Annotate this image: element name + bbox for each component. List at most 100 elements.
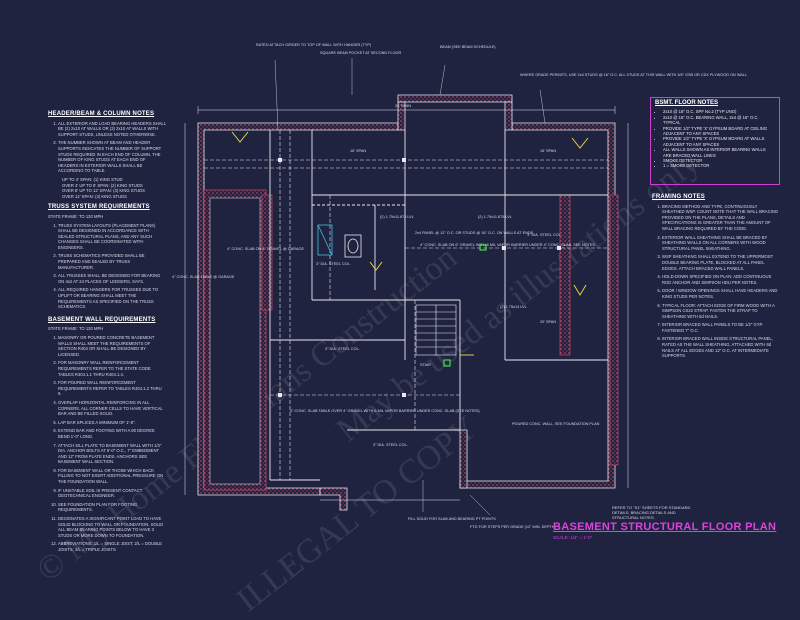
reference-note: REFER TO "S1" SHEETS FOR STANDARD DETAIL…: [612, 505, 691, 520]
vanity: [344, 234, 362, 258]
column: [402, 393, 406, 397]
legend-item: PROVIDE 1/2" TYPE 'X' GYPSUM BOARD AT WA…: [663, 136, 775, 147]
callout: 4" CONC. SLAB ON 4" GRAVEL @ GARAGE: [227, 247, 304, 251]
basement-note: IF UNSTABLE SOIL IS PRESENT CONTACT GEOT…: [58, 488, 166, 499]
plan-scale: SCALE: 1/4" = 1'-0": [553, 535, 593, 540]
framing-note: DOOR / WINDOW OPENINGS SHALL HAVE HEADER…: [662, 288, 780, 299]
callout: (2) 1.75x11.875 LVL: [380, 215, 414, 219]
basement-note: FOR BASEMENT WALL OR THOSE WHICH BACK FI…: [58, 468, 166, 485]
legend-title: BSMT. FLOOR NOTES: [655, 100, 718, 106]
yellow-markers: [231, 131, 589, 356]
marker: [479, 244, 487, 251]
callout: 26' SPAN: [395, 104, 411, 108]
toilet: [347, 238, 359, 254]
legend-item: PROVIDE 1/2" TYPE 'X' GYPSUM BOARD AT CE…: [663, 126, 775, 137]
callout: RATED ATTACH GIRDER TO TOP OF WALL WITH …: [256, 43, 372, 47]
garage-interior: [209, 197, 261, 485]
callout: 4" CONC. SLAB TABLE OVER 4" GRAVEL WITH …: [290, 409, 480, 413]
callout: 20' SPAN: [540, 320, 556, 324]
callout: POURED CONC. WALL, SEE FOUNDATION PLAN: [512, 422, 600, 426]
framing-note: EXTERIOR WALL SHEATHING SHALL BE BRACED …: [662, 235, 780, 252]
callout: FTG FOR STEPS PER GRADE (12" MIN. DEPTH): [470, 525, 556, 529]
basement-note: ABBREVIATIONS: 1/L = SINGLE JOIST; 2/L =…: [58, 541, 166, 552]
framing-note: INTERIOR BRACED WALL PANELS TO BE 1/2" G…: [662, 322, 780, 333]
leader-lines: [274, 58, 546, 516]
outer-wall: [504, 101, 513, 131]
basement-notes-title: BASEMENT WALL REQUIREMENTS: [48, 316, 156, 323]
callout: 4" CONC. SLAB ON 6" GRAVEL WITH 6 MIL VA…: [420, 243, 595, 247]
callout: WHERE GRADE PERMITS, USE 2x4 STUDS @ 16"…: [520, 73, 747, 77]
callout: 3" DIA. STEEL COL.: [316, 262, 351, 266]
callout: BEAM (SEE BEAM SCHEDULE): [440, 45, 496, 49]
callout: 16' SPAN: [350, 149, 366, 153]
framing-note: HOLD-DOWN SPECIFIED ON PLAN: ADD CONTINU…: [662, 274, 780, 285]
marker: [571, 137, 589, 149]
framing-note: TYPICAL FLOOR: ATTACH EDGE OF FIRM WOOD …: [662, 303, 780, 320]
title-block: BASEMENT STRUCTURAL FLOOR PLAN SCALE: 1/…: [553, 521, 776, 540]
garage-zone: [203, 189, 619, 491]
stair: [415, 304, 457, 356]
basement-note: OVERLAP HORIZONTAL REINFORCING IN ALL CO…: [58, 400, 166, 417]
interior-walls: [269, 130, 608, 481]
header-note: OVER 12' SPAN: (4) KING STUDS: [62, 193, 127, 199]
basement-note: SEE FOUNDATION PLAN FOR FOOTING REQUIREM…: [58, 502, 166, 513]
green-markers: [443, 244, 487, 367]
column: [557, 246, 561, 250]
marker: [231, 131, 249, 143]
floor-plan-drawing: RATED ATTACH GIRDER TO TOP OF WALL WITH …: [172, 43, 747, 529]
column: [402, 158, 406, 162]
truss-note: ALL REQUIRED HANGERS FOR TRUSSES DUE TO …: [58, 287, 166, 309]
column: [502, 246, 506, 250]
shower: [317, 224, 333, 256]
legend-item: SMOKE DETECTOR: [663, 158, 775, 163]
framing-notes-title: FRAMING NOTES: [652, 194, 705, 200]
legend-item: 2x10 @ 16" O.C. SPF No.2 (TYP UNO): [663, 109, 775, 114]
header-note: OVER 4' UP TO 8' SPAN: (2) KING STUDS: [62, 182, 143, 188]
truss-notes-subtitle: STATE FRAME: TO 120 MPH: [48, 213, 104, 219]
header-note: UP TO 4' SPAN: (1) KING STUD: [62, 176, 123, 182]
basement-note: MASONRY OR POURED CONCRETE BASEMENT WALL…: [58, 335, 166, 357]
framing-note: BRACING METHOD AND TYPE, CONTINUOUSLY SH…: [662, 204, 780, 232]
wall-segment: [609, 194, 619, 466]
truss-note: ALL TRUSSES SHALL BE DESIGNED FOR BEARIN…: [58, 273, 166, 284]
outer-wall: [397, 94, 513, 103]
outer-wall: [459, 429, 468, 489]
basement-note: LAP BAR SPLICES A MINIMUM OF 1'-8".: [58, 420, 166, 426]
wall-segment: [261, 194, 273, 311]
basement-notes-subtitle: STATE FRAME: TO 120 MPH: [48, 326, 104, 332]
header-note: THE NUMBER SHOWN AT BEAM AND HEADER SUPP…: [58, 140, 166, 174]
callout: 2x4 PANEL @ 12" O.C. OR STUDS @ 16" O.C.…: [415, 231, 534, 235]
callout: 15' SPAN: [540, 149, 556, 153]
outer-wall: [319, 487, 348, 511]
plan-title: BASEMENT STRUCTURAL FLOOR PLAN: [553, 521, 777, 533]
callout: 3" DIA. STEEL COL.: [325, 347, 360, 351]
callout: 3" DIA. STEEL COL.: [527, 233, 562, 237]
wall-segment: [559, 194, 571, 356]
framing-note: WSP SHEATHING SHALL EXTEND TO THE UPPERM…: [662, 254, 780, 271]
columns: [278, 158, 561, 397]
truss-note: TRUSS SYSTEM LAYOUTS (PLACEMENT PLANS) S…: [58, 223, 166, 251]
legend-item: ALL WALLS SHOWN AS INTERIOR BEARING WALL…: [663, 147, 775, 158]
plan-labels: RATED ATTACH GIRDER TO TOP OF WALL WITH …: [172, 43, 747, 529]
truss-note: TRUSS SCHEMATICS PROVIDED SHALL BE PREPA…: [58, 253, 166, 270]
basement-note: EXTEND BAR AND FOOTING WITH A 90 DEGREE …: [58, 428, 166, 439]
header-notes-title: HEADER/BEAM & COLUMN NOTES: [48, 111, 155, 117]
column: [278, 158, 282, 162]
callout: 4" CONC. SLAB TABLE @ GARAGE: [172, 275, 235, 279]
framing-note: INTERIOR BRACED WALL INSIDE STRUCTURAL P…: [662, 336, 780, 358]
header-note: ALL EXTERIOR AND LOAD BEARING HEADERS SH…: [58, 121, 166, 138]
left-notes-panel: HEADER/BEAM & COLUMN NOTES ALL EXTERIOR …: [48, 111, 166, 556]
marker: [369, 261, 383, 271]
outer-wall: [459, 122, 616, 489]
marker: [443, 359, 451, 367]
callout: FILL SOLID FOR SLAB AND BEARING PT POINT…: [408, 517, 496, 521]
dimension-lines: [184, 106, 629, 501]
legend-item: 2x10 @ 16" O.C. BEARING WALL, 2x4 @ 16" …: [663, 115, 775, 126]
truss-notes-title: TRUSS SYSTEM REQUIREMENTS: [48, 204, 150, 211]
callout: SQUARE BEAM POCKET AT SECOND FLOOR: [320, 51, 401, 55]
basement-note: FOR MASONRY WALL REINFORCEMENT REQUIREME…: [58, 360, 166, 377]
bathroom-fixtures: [317, 224, 362, 258]
header-note: OVER 8' UP TO 12' SPAN: (3) KING STUDS: [62, 188, 145, 194]
marker: [573, 284, 587, 296]
column: [278, 393, 282, 397]
